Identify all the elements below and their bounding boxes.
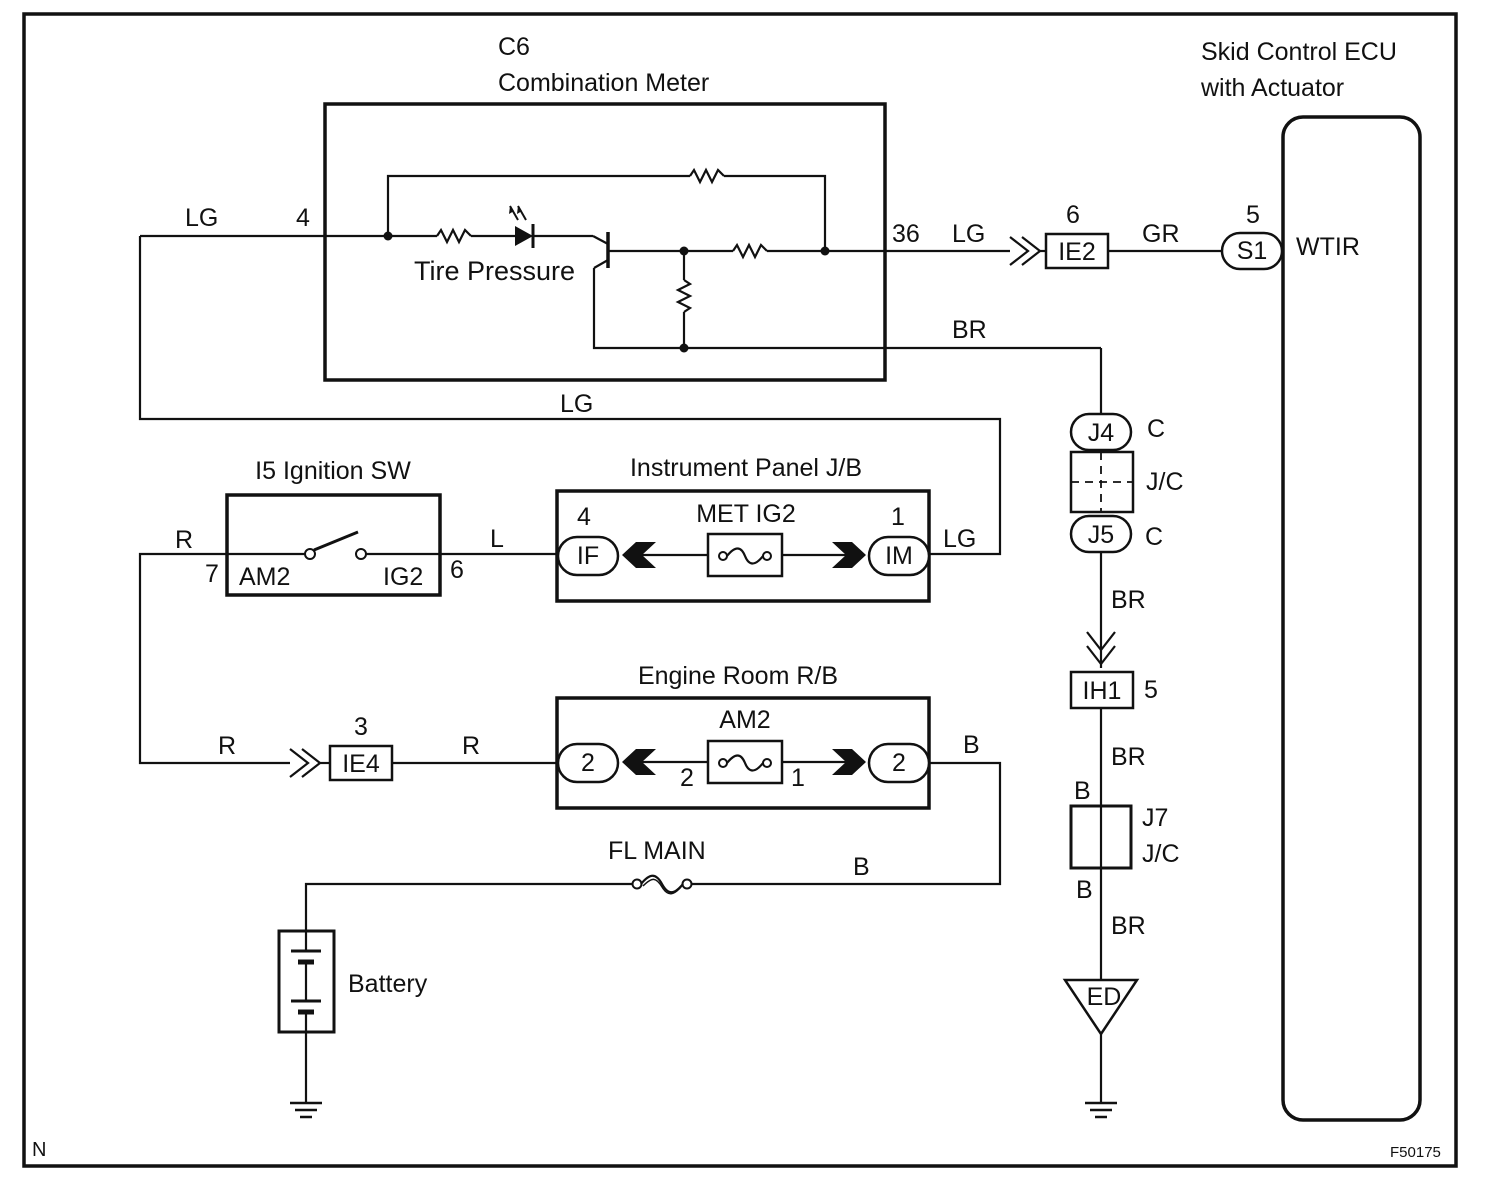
fl-main-fusible-link: FL MAIN	[608, 837, 706, 895]
fl-main-icon	[640, 874, 684, 894]
switch-contact-icon	[313, 530, 359, 552]
skid-control-ecu: S1 5 WTIR Skid Control ECU with Actuator	[1200, 38, 1422, 1122]
ground-point-ed: ED	[1062, 978, 1140, 1037]
j7-in-letter: B	[1074, 777, 1091, 805]
wire-br-j7: BR	[1111, 743, 1146, 771]
wire-gr: GR	[1142, 220, 1180, 248]
ignition-pin-right: 6	[450, 556, 464, 584]
instrument-panel-jb: IF IM Instrument Panel J/B MET IG2 4 1	[555, 454, 931, 603]
figure-id: F50175	[1390, 1144, 1441, 1161]
ecu-title-line2: with Actuator	[1200, 74, 1344, 102]
ground-icon-battery	[290, 1101, 322, 1119]
rb-pin-left: 2	[680, 764, 694, 792]
ignition-title: I5 Ignition SW	[255, 457, 411, 485]
ed-label: ED	[1087, 983, 1122, 1011]
diagram-frame	[22, 12, 1458, 1168]
wire-r-am2: R	[175, 526, 193, 554]
junction-connector-jc: J/C	[1069, 450, 1184, 514]
ignition-am2: AM2	[239, 563, 290, 591]
wire-r-ie4: R	[218, 732, 236, 760]
junction-j5: J5 C	[1069, 514, 1163, 554]
ie2-label: IE2	[1058, 238, 1096, 266]
am2-fuse-icon	[726, 754, 764, 772]
junction-j7: B J7 J/C B	[1069, 777, 1180, 904]
j7-out-letter: B	[1076, 876, 1093, 904]
corner-letter: N	[32, 1139, 46, 1161]
ground-icon-right	[1085, 1101, 1117, 1119]
battery: Battery	[277, 929, 428, 1034]
connector-ie4: IE4 3	[289, 713, 394, 782]
wire-b-flmain: B	[853, 853, 870, 881]
instrument-jb-title: Instrument Panel J/B	[630, 454, 862, 482]
j7-jc-label: J/C	[1142, 840, 1180, 868]
engine-rb-box	[555, 696, 931, 810]
wire-br-meter: BR	[952, 316, 987, 344]
jb-conn-if: IF	[577, 542, 599, 570]
jb-pin-right: 1	[891, 503, 905, 531]
ignition-ig2: IG2	[383, 563, 423, 591]
wire-lg-loop: LG	[560, 390, 593, 418]
meter-code: C6	[498, 33, 530, 61]
skid-ecu-box	[1281, 115, 1422, 1122]
combination-meter-box	[323, 102, 887, 382]
connector-ih1: IH1 5	[1069, 670, 1158, 710]
j4-label: J4	[1088, 419, 1115, 447]
meter-pin-in: 4	[296, 204, 310, 232]
jb-conn-im: IM	[885, 542, 913, 570]
ie4-pin: 3	[354, 713, 368, 741]
tire-pressure-label: Tire Pressure	[414, 256, 575, 286]
meter-name: Combination Meter	[498, 69, 709, 97]
fl-main-label: FL MAIN	[608, 837, 706, 865]
ecu-pin: 5	[1246, 201, 1260, 229]
j7-label: J7	[1142, 804, 1168, 832]
ignition-switch-box	[225, 493, 442, 597]
ie2-pin: 6	[1066, 201, 1080, 229]
wire-lg-meter-out: LG	[952, 220, 985, 248]
j5-label: J5	[1088, 521, 1114, 549]
instrument-jb-box	[555, 489, 931, 603]
engine-room-rb: 2 2 Engine Room R/B AM2 2 1	[555, 662, 931, 810]
meter-pin-out: 36	[892, 220, 920, 248]
ih1-pin: 5	[1144, 676, 1158, 704]
ignition-switch: I5 Ignition SW AM2 IG2 7 6	[205, 457, 464, 597]
j4-letter: C	[1147, 415, 1165, 443]
ecu-terminal: WTIR	[1296, 233, 1360, 261]
wire-br-ground: BR	[1111, 912, 1146, 940]
tire-pressure-led-icon	[515, 226, 533, 246]
engine-rb-title: Engine Room R/B	[638, 662, 838, 690]
jc-label: J/C	[1146, 468, 1184, 496]
wire-lg-meter-in: LG	[185, 204, 218, 232]
ground-triangle-icon	[1062, 978, 1140, 1037]
rb-pin-right: 1	[791, 764, 805, 792]
ecu-title-line1: Skid Control ECU	[1201, 38, 1397, 66]
rb-conn-left: 2	[581, 749, 595, 777]
wire-l: L	[490, 525, 504, 553]
wire-lg-jb: LG	[943, 525, 976, 553]
jb-pin-left: 4	[577, 503, 591, 531]
ie4-label: IE4	[342, 750, 380, 778]
junction-j4: J4 C	[1069, 412, 1165, 452]
wire-b-rb: B	[963, 731, 980, 759]
met-ig2-label: MET IG2	[696, 500, 796, 528]
combination-meter: C6 Combination Meter Tire Pressure 4 36	[140, 33, 1103, 414]
connector-ie2: IE2 6	[1009, 201, 1110, 270]
am2-fuse-label: AM2	[719, 706, 770, 734]
ignition-pin-left: 7	[205, 560, 219, 588]
ih1-label: IH1	[1083, 677, 1122, 705]
j5-letter: C	[1145, 523, 1163, 551]
battery-label: Battery	[348, 970, 428, 998]
wire-r-rb: R	[462, 732, 480, 760]
rb-conn-right: 2	[892, 749, 906, 777]
met-ig2-fuse-icon	[726, 547, 764, 565]
wire-br-ih1: BR	[1111, 586, 1146, 614]
ecu-connector: S1	[1237, 237, 1268, 265]
